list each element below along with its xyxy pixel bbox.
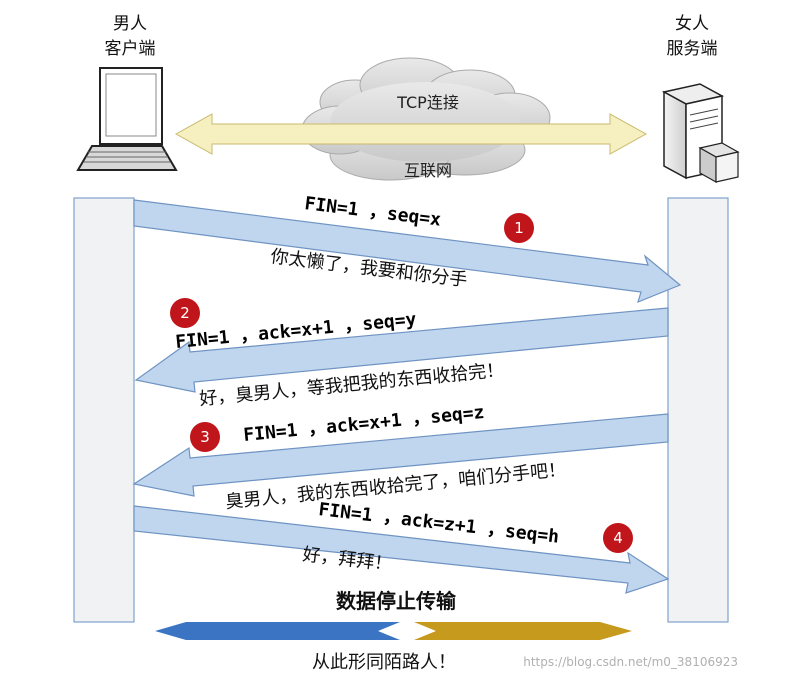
- client-actor-title: 男人: [113, 14, 147, 34]
- step-number-1: 1: [514, 219, 524, 237]
- laptop-icon: [76, 67, 178, 171]
- server-actor-title: 女人: [675, 14, 709, 34]
- client-lifeline: [73, 197, 135, 623]
- split-arrow-left: [155, 622, 400, 640]
- client-actor-subtitle: 客户端: [105, 39, 156, 59]
- server-lifeline: [667, 197, 729, 623]
- message-arrow-2: [134, 307, 669, 393]
- cloud-bottom-label: 互联网: [404, 161, 452, 180]
- step-number-4: 4: [613, 529, 623, 547]
- server-actor-subtitle: 服务端: [667, 39, 718, 59]
- message-arrow-1: [133, 199, 682, 304]
- split-arrow-right: [414, 622, 632, 640]
- step-marker-2: [170, 298, 200, 328]
- stop-transmission-title: 数据停止传输: [336, 589, 457, 613]
- message-arrow-4: [133, 505, 670, 594]
- message-arrow-3: [132, 413, 669, 497]
- step-marker-1: [504, 213, 534, 243]
- server-icon: [661, 83, 740, 184]
- cloud-top-label: TCP连接: [396, 93, 459, 112]
- step-marker-4: [603, 523, 633, 553]
- step-marker-3: [190, 422, 220, 452]
- connection-arrow: [174, 113, 648, 155]
- footer-text: 从此形同陌路人！: [312, 652, 456, 673]
- watermark-text: https://blog.csdn.net/m0_38106923: [523, 655, 738, 669]
- step-number-3: 3: [200, 428, 210, 446]
- step-number-2: 2: [180, 304, 190, 322]
